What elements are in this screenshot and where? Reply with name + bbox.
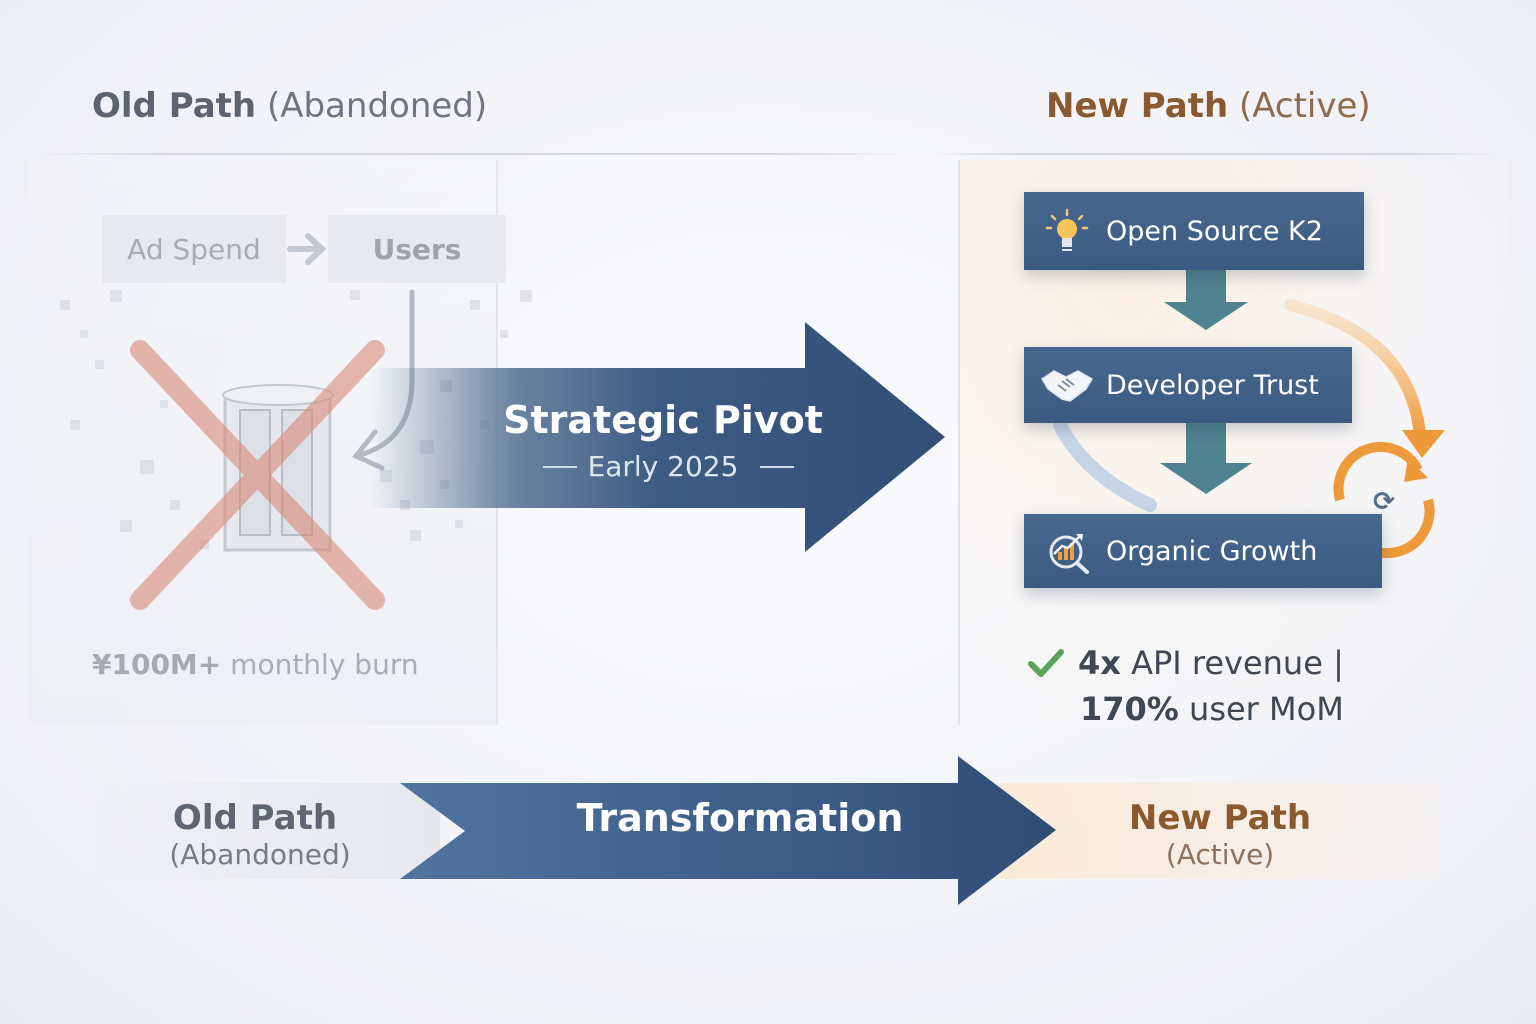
- step-developer-trust-label: Developer Trust: [1106, 369, 1319, 401]
- ad-spend-box: Ad Spend: [102, 215, 286, 283]
- check-icon: [1028, 648, 1064, 678]
- user-growth-percent: 170%: [1080, 690, 1179, 728]
- api-revenue-multiplier: 4x: [1078, 644, 1121, 682]
- new-path-header-status: (Active): [1238, 86, 1371, 126]
- old-header-divider: [30, 153, 910, 155]
- monthly-burn-label: ¥100M+ monthly burn: [92, 648, 419, 681]
- new-path-header: New Path (Active): [1046, 86, 1371, 126]
- api-revenue-text: API revenue |: [1131, 644, 1344, 682]
- step-open-source-label: Open Source K2: [1106, 215, 1323, 247]
- old-path-header: Old Path (Abandoned): [92, 86, 487, 126]
- user-growth-text: user MoM: [1189, 690, 1344, 728]
- pivot-title: Strategic Pivot: [503, 398, 823, 442]
- feedback-curve-blue: [1053, 418, 1157, 512]
- bottom-old-path-title: Old Path: [172, 798, 338, 838]
- bottom-old-path-status: (Abandoned): [169, 838, 351, 871]
- arrow-right-icon: [287, 233, 327, 265]
- step-organic-growth-label: Organic Growth: [1106, 535, 1318, 567]
- bottom-new-path-title: New Path: [1128, 798, 1312, 838]
- bottom-new-path-block: [1000, 783, 1440, 879]
- metric-user-growth: 170% user MoM: [1080, 690, 1344, 728]
- transformation-label: Transformation: [576, 796, 904, 840]
- pivot-date: Early 2025: [587, 450, 739, 483]
- lightbulb-icon: [1040, 204, 1094, 258]
- down-arrow-1-icon: [1164, 270, 1248, 330]
- new-path-header-title: New Path: [1046, 86, 1229, 126]
- bottom-old-path-block: [95, 783, 440, 879]
- burn-amount: ¥100M+: [92, 648, 222, 681]
- handshake-icon: [1040, 358, 1094, 412]
- step-organic-growth: Organic Growth: [1024, 514, 1382, 588]
- step-open-source-k2: Open Source K2: [1024, 192, 1364, 270]
- users-label: Users: [372, 232, 462, 266]
- orange-feedback-arrow-icon: [1284, 299, 1445, 458]
- step-developer-trust: Developer Trust: [1024, 347, 1352, 423]
- burn-text: monthly burn: [230, 648, 419, 681]
- svg-text:⟳: ⟳: [1373, 487, 1395, 517]
- old-path-header-status: (Abandoned): [266, 86, 488, 126]
- ad-spend-label: Ad Spend: [127, 232, 261, 266]
- users-box: Users: [328, 215, 506, 283]
- down-arrow-2-icon: [1160, 423, 1252, 494]
- growth-chart-icon: [1040, 524, 1094, 578]
- metric-api-revenue: 4x API revenue |: [1028, 644, 1344, 682]
- cross-mark-icon: [130, 340, 385, 610]
- bottom-new-path-status: (Active): [1165, 838, 1275, 871]
- old-path-header-title: Old Path: [92, 86, 257, 126]
- new-header-divider: [930, 153, 1500, 155]
